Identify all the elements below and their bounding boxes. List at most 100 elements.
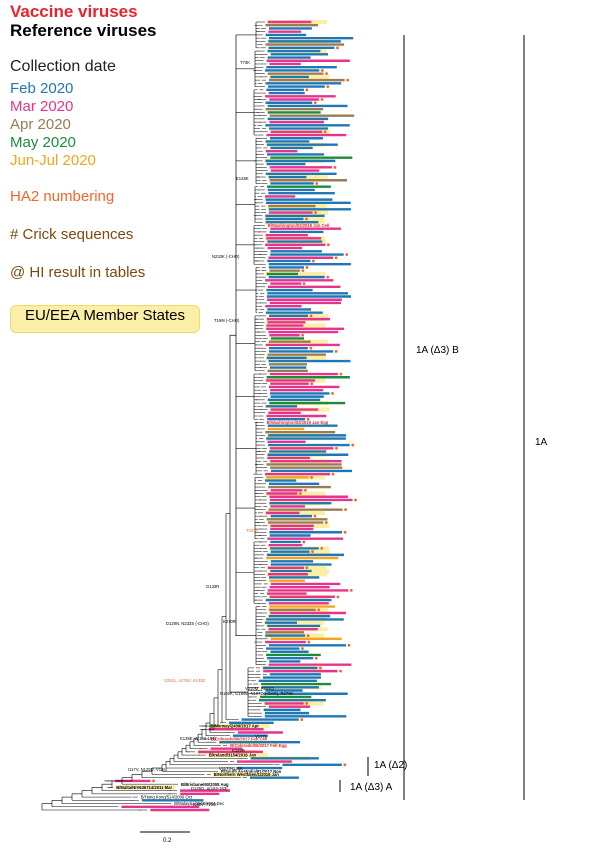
mutation-label: I180V, T210I bbox=[193, 802, 217, 807]
hi-marker bbox=[331, 391, 334, 395]
legend-member-states: EU/EEA Member States bbox=[24, 307, 186, 324]
legend-ha2-numbering: HA2 numbering bbox=[10, 188, 115, 205]
mutation-label: V252L, A276V, K143E bbox=[164, 678, 205, 683]
hi-marker bbox=[305, 566, 309, 570]
member-state-highlight bbox=[115, 785, 176, 790]
hi-marker bbox=[325, 72, 328, 76]
vaccine-or-reference-strain: B/Malaysia/2506/2004 Dec bbox=[174, 801, 224, 806]
legend-hi-result: @ HI result in tables bbox=[10, 264, 146, 281]
vaccine-or-reference-strain: B/Colorado/06/2017 Feb Cell bbox=[211, 737, 267, 742]
hi-marker bbox=[302, 282, 306, 285]
vaccine-or-reference-strain: B/Northern Westfalen/1/2016 Jan bbox=[214, 772, 280, 777]
mutation-label: V177I bbox=[255, 734, 266, 739]
hi-marker bbox=[309, 346, 313, 350]
hi-marker bbox=[300, 718, 304, 721]
mutation-label: V220M, P241Q bbox=[245, 686, 274, 691]
mutation-label: V117I bbox=[219, 766, 230, 771]
legend-vaccine-viruses: Vaccine viruses bbox=[10, 2, 138, 21]
hi-marker bbox=[320, 98, 324, 101]
hi-marker bbox=[312, 259, 315, 263]
hi-marker bbox=[335, 446, 338, 450]
hi-marker bbox=[343, 763, 347, 767]
hi-marker bbox=[298, 492, 302, 495]
hi-marker bbox=[336, 46, 339, 50]
mutation-label: T199I (-CHO) bbox=[214, 318, 240, 323]
hi-marker bbox=[326, 85, 330, 88]
hi-marker bbox=[331, 472, 335, 476]
mutation-label: D129N, N233S (-CHO) bbox=[166, 621, 209, 626]
scale-bar-label: 0.2 bbox=[163, 838, 172, 844]
clade-label-1a-d3-b: 1A (Δ3) B bbox=[416, 345, 459, 356]
hi-marker bbox=[301, 269, 305, 273]
hi-marker bbox=[310, 475, 314, 479]
hi-marker bbox=[305, 217, 308, 221]
vaccine-or-reference-strain: B/Malta/NIV636714/2011 Mar bbox=[116, 785, 172, 790]
hi-marker bbox=[351, 443, 355, 447]
hi-marker bbox=[333, 165, 337, 169]
mutation-label: T73K bbox=[240, 60, 250, 65]
hi-marker bbox=[305, 702, 309, 705]
hi-marker bbox=[349, 588, 353, 592]
legend-crick-sequences: # Crick sequences bbox=[10, 226, 134, 243]
hi-marker bbox=[354, 498, 357, 502]
hi-marker bbox=[307, 640, 311, 644]
legend-date-mar-2020: Mar 2020 bbox=[10, 98, 74, 115]
hi-marker bbox=[302, 540, 306, 544]
hi-marker bbox=[346, 78, 350, 82]
hi-marker bbox=[339, 669, 342, 673]
mutation-label: D129G, Δ(162-163) bbox=[191, 786, 228, 791]
legend-collection-date-title: Collection date bbox=[10, 58, 116, 75]
hi-marker bbox=[343, 530, 347, 534]
mutation-label: N126K bbox=[230, 766, 243, 771]
vaccine-or-reference-strain: B/Ireland/3154/2016 Jan bbox=[209, 753, 257, 758]
hi-marker bbox=[309, 314, 313, 318]
mutation-label: K136E, Δ(162-164) bbox=[180, 736, 216, 741]
vaccine-or-reference-strain: B/Colorado/06/2017 Feb Egg bbox=[230, 743, 287, 748]
vaccine-or-reference-strain: B/Norway/2409/2017 Apr bbox=[210, 724, 259, 729]
member-states-highlight-swatch bbox=[10, 305, 200, 333]
legend-date-apr-2020: Apr 2020 bbox=[10, 116, 71, 133]
hi-marker bbox=[344, 508, 347, 512]
vaccine-or-reference-strain: B/Washington/02/2019 Jan Egg bbox=[267, 420, 329, 425]
vaccine-or-reference-strain: B/Washington/02/2019 Jan Cell bbox=[268, 223, 330, 228]
hi-marker bbox=[334, 256, 338, 260]
clade-label-1a-d2: 1A (Δ2) bbox=[374, 760, 408, 771]
hi-marker bbox=[152, 779, 155, 783]
legend-date-may-2020: May 2020 bbox=[10, 134, 76, 151]
hi-marker bbox=[304, 488, 307, 492]
hi-marker bbox=[323, 130, 327, 134]
mutation-label: G133R bbox=[206, 584, 219, 589]
hi-marker bbox=[345, 253, 349, 256]
clade-label-1a-d3-a: 1A (Δ3) A bbox=[350, 782, 393, 793]
hi-marker bbox=[313, 514, 317, 518]
hi-marker bbox=[339, 372, 343, 376]
legend-date-jun-jul-2020: Jun-Jul 2020 bbox=[10, 152, 96, 169]
hi-marker bbox=[305, 88, 309, 92]
vaccine-or-reference-strain: B/Brisbane/60/2008 Aug bbox=[181, 782, 229, 787]
hi-marker bbox=[313, 101, 317, 105]
hi-marker bbox=[319, 666, 322, 670]
hi-marker bbox=[336, 595, 340, 599]
hi-marker bbox=[301, 647, 304, 650]
hi-marker bbox=[314, 211, 317, 214]
clade-label-1a: 1A bbox=[535, 437, 548, 448]
hi-marker bbox=[324, 521, 328, 524]
mutation-label: K270R bbox=[223, 619, 236, 624]
hi-marker bbox=[320, 547, 324, 550]
legend-date-feb-2020: Feb 2020 bbox=[10, 80, 74, 97]
vaccine-or-reference-strain: B/Hong Kong/514/2009 Oct bbox=[141, 795, 193, 800]
legend-reference-viruses: Reference viruses bbox=[10, 21, 157, 40]
mutation-label: K349R bbox=[232, 748, 245, 753]
mutation-label: T201A bbox=[246, 528, 259, 533]
hi-marker bbox=[315, 182, 319, 185]
member-state-highlight bbox=[209, 724, 270, 729]
hi-marker bbox=[301, 333, 305, 337]
hi-marker bbox=[306, 634, 310, 638]
hi-marker bbox=[347, 643, 351, 647]
hi-marker bbox=[317, 608, 321, 612]
hi-marker bbox=[334, 350, 338, 353]
hi-marker bbox=[310, 382, 314, 386]
mutation-label: N233K (-CHO) bbox=[212, 254, 240, 259]
hi-marker bbox=[306, 417, 310, 421]
